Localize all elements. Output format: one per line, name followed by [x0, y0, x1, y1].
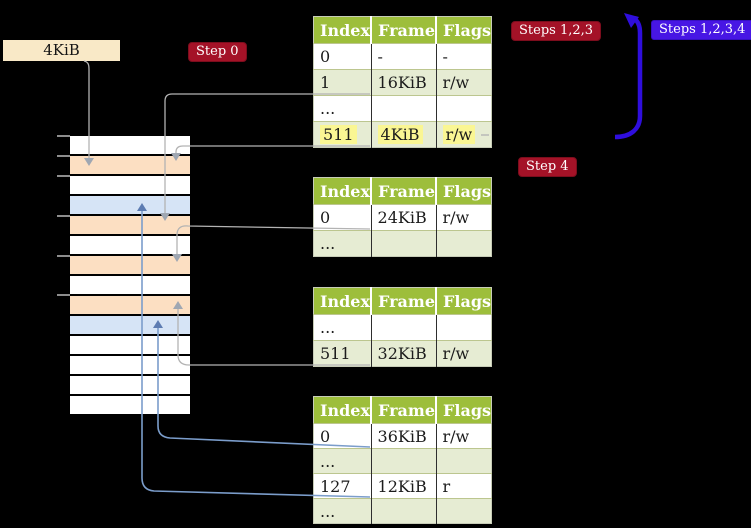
memory-frame-row-5	[70, 236, 190, 256]
steps-1-2-3-4-badge: Steps 1,2,3,4	[651, 20, 751, 40]
column-header-frame: Frame	[371, 396, 438, 424]
table-cell: 0	[313, 43, 372, 70]
memory-frame-row-11	[70, 356, 190, 376]
table-row-0: ...	[313, 314, 492, 341]
table-cell: ...	[313, 95, 372, 122]
memory-frame-row-4	[70, 216, 190, 236]
table-cell: 16KiB	[371, 69, 437, 96]
table-cell: r	[436, 473, 492, 499]
column-header-index: Index	[313, 396, 373, 424]
table-cell: ...	[313, 448, 372, 474]
memory-frame-row-0	[70, 136, 190, 156]
table-cell: 4KiB	[371, 121, 437, 148]
tick-mark-1	[57, 155, 70, 157]
table-cell: r/w	[436, 423, 492, 449]
column-header-flags: Flags	[436, 16, 492, 44]
highlighted-value: 4KiB	[377, 125, 423, 144]
step-4-badge: Step 4	[518, 157, 577, 177]
table-row-3: ...	[313, 498, 492, 524]
table-cell: 24KiB	[371, 204, 437, 231]
column-header-flags: Flags	[436, 177, 492, 205]
table-row-0: 0--	[313, 43, 492, 70]
column-header-frame: Frame	[371, 287, 438, 315]
table-row-2: ...	[313, 95, 492, 122]
tick-mark-0	[57, 135, 70, 137]
steps-1-2-3-badge: Steps 1,2,3	[511, 21, 602, 41]
highlighted-value: 511	[320, 125, 357, 144]
column-header-flags: Flags	[436, 396, 492, 424]
table-cell: ...	[313, 230, 372, 257]
memory-frame-row-3	[70, 196, 190, 216]
column-header-frame: Frame	[371, 16, 438, 44]
column-header-index: Index	[313, 177, 373, 205]
table-cell	[436, 498, 492, 524]
column-header-frame: Frame	[371, 177, 438, 205]
table-row-1: ...	[313, 230, 492, 257]
memory-frame-size-label: 4KiB	[3, 40, 120, 61]
memory-frame-row-1	[70, 156, 190, 176]
table-cell	[436, 230, 492, 257]
table-cell: ...	[313, 314, 372, 341]
table-cell	[371, 498, 437, 524]
table-cell	[436, 448, 492, 474]
table-cell: 32KiB	[371, 340, 437, 367]
table-cell	[436, 95, 492, 122]
memory-frame-row-8	[70, 296, 190, 316]
table-cell: 511	[313, 340, 372, 367]
table-cell: 127	[313, 473, 372, 499]
table-cell: ...	[313, 498, 372, 524]
table-cell: r/w	[436, 340, 492, 367]
self-reference-loop-arrow	[614, 15, 643, 140]
table-cell: r/w	[436, 204, 492, 231]
table-cell	[371, 230, 437, 257]
column-header-index: Index	[313, 16, 373, 44]
memory-frame-row-9	[70, 316, 190, 336]
highlighted-value: r/w	[442, 125, 476, 144]
table-cell	[371, 95, 437, 122]
memory-frame-row-7	[70, 276, 190, 296]
memory-frame-row-12	[70, 376, 190, 396]
table-cell: r/w	[436, 121, 492, 148]
physical-memory-strip	[70, 136, 190, 416]
memory-frame-row-10	[70, 336, 190, 356]
tick-mark-2	[57, 175, 70, 177]
tick-mark-5	[57, 294, 70, 296]
table-cell: 511	[313, 121, 372, 148]
table-cell	[371, 448, 437, 474]
self-reference-loop-arrow-head	[624, 13, 639, 28]
table-cell: 1	[313, 69, 372, 96]
table-cell	[436, 314, 492, 341]
table-cell: 36KiB	[371, 423, 437, 449]
step-0-badge: Step 0	[188, 42, 247, 62]
table-cell	[371, 314, 437, 341]
column-header-flags: Flags	[436, 287, 492, 315]
tick-mark-4	[57, 255, 70, 257]
table-cell: 12KiB	[371, 473, 437, 499]
table-row-1: ...	[313, 448, 492, 474]
table-cell: r/w	[436, 69, 492, 96]
table-cell: 0	[313, 204, 372, 231]
tick-mark-3	[57, 215, 70, 217]
column-header-index: Index	[313, 287, 373, 315]
memory-frame-row-13	[70, 396, 190, 416]
memory-frame-row-2	[70, 176, 190, 196]
memory-frame-row-6	[70, 256, 190, 276]
table-cell: -	[371, 43, 437, 70]
table-cell: 0	[313, 423, 372, 449]
table-row-3: 511 4KiB r/w	[313, 121, 492, 148]
table-cell: -	[436, 43, 492, 70]
